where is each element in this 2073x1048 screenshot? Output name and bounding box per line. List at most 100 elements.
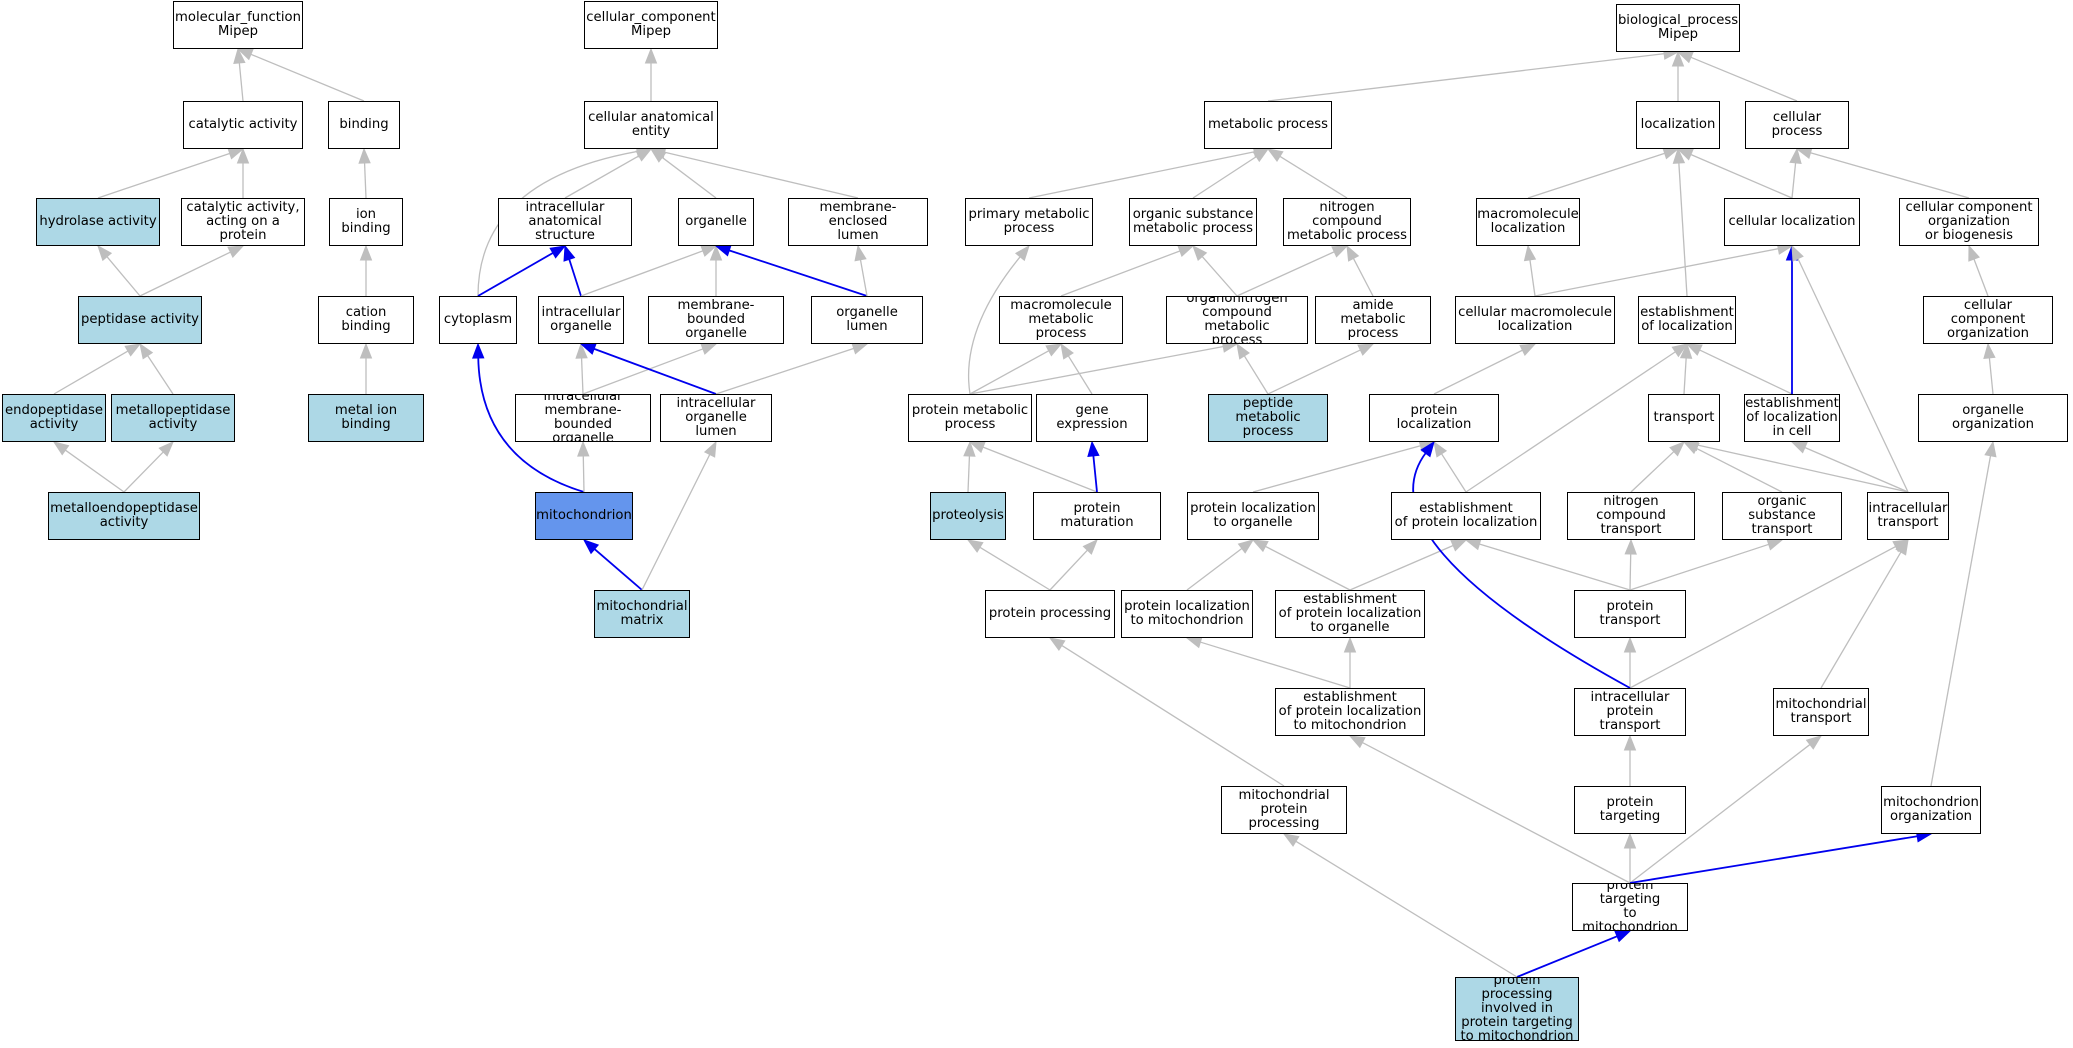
arrowhead-organelle-org-to-cc-org bbox=[1983, 342, 1996, 360]
edge-intra-transport-to-cell-loc bbox=[1796, 257, 1909, 493]
node-protein-loc: protein localization bbox=[1369, 394, 1499, 442]
node-peptidase: peptidase activity bbox=[78, 296, 202, 344]
edge-ias-to-cae bbox=[564, 154, 641, 199]
node-nitrogen-transport: nitrogen compound transport bbox=[1567, 492, 1695, 540]
edge-prot-target-mito-to-mito-transport bbox=[1629, 743, 1812, 884]
arrowhead-org-sub-met-to-metabolic bbox=[1252, 148, 1270, 163]
arrowhead-ion-binding-to-binding bbox=[358, 147, 371, 164]
edge-cell-macromol-loc-to-cell-loc bbox=[1534, 247, 1780, 297]
node-protein-processing: protein processing bbox=[985, 590, 1115, 638]
arrowhead-metalloendo-to-endopeptidase bbox=[52, 441, 70, 456]
node-mito-org: mitochondrion organization bbox=[1881, 786, 1981, 834]
node-estab-prot-loc-mito: establishment of protein localization to… bbox=[1275, 688, 1425, 736]
edge-metalloendo-to-endopeptidase bbox=[64, 449, 125, 493]
arrowhead-prot-target-mito-to-estab-prot-loc-mito bbox=[1348, 735, 1366, 749]
edge-protein-met-to-macromol-met bbox=[969, 349, 1050, 395]
arrowhead-estab-prot-loc-mito-to-estab-prot-loc-org bbox=[1343, 636, 1357, 653]
arrowhead-ppitm-to-mito-prot-proc bbox=[1282, 833, 1300, 847]
edge-transport-to-estab-loc bbox=[1683, 356, 1687, 395]
edge-estab-loc-cell-to-estab-loc bbox=[1698, 349, 1793, 395]
edge-mito-transport-to-intra-transport bbox=[1820, 550, 1902, 689]
arrowhead-gene-expr-to-macromol-met bbox=[1060, 342, 1074, 360]
arrowhead-intra-prot-transport-to-protein-transport bbox=[1623, 636, 1637, 653]
arrowhead-metallopeptidase-to-peptidase bbox=[139, 342, 154, 360]
arrowhead-org-lumen-to-mel bbox=[854, 244, 867, 262]
node-ias: intracellular anatomical structure bbox=[498, 198, 632, 246]
edge-protein-processing-to-proteolysis bbox=[978, 546, 1051, 591]
arrowhead-protein-mat-to-protein-met bbox=[968, 441, 986, 454]
arrowhead-cc-org-to-ccob bbox=[1968, 244, 1980, 262]
node-macromol-loc: macromolecule localization bbox=[1476, 198, 1580, 246]
node-ccob: cellular component organization or bioge… bbox=[1899, 198, 2039, 246]
edge-macromol-met-to-org-sub-met bbox=[1060, 249, 1182, 297]
node-peptide-met: peptide metabolic process bbox=[1208, 394, 1328, 442]
arrowhead-estab-prot-loc-org-to-estab-prot-loc bbox=[1450, 539, 1468, 552]
node-localization: localization bbox=[1636, 101, 1720, 149]
arrowhead-protein-processing-to-proteolysis bbox=[966, 539, 984, 553]
edge-protein-mat-to-protein-met bbox=[981, 446, 1098, 493]
node-iol: intracellular organelle lumen bbox=[660, 394, 772, 442]
arrowhead-estab-loc-cell-to-estab-loc bbox=[1685, 343, 1703, 356]
edge-org-sub-met-to-metabolic bbox=[1192, 155, 1258, 199]
arrowhead-imbo-to-intra-org bbox=[575, 342, 588, 359]
edge-imbo-to-mbo bbox=[582, 347, 705, 395]
edge-intra-transport-to-estab-loc-cell bbox=[1803, 446, 1909, 493]
node-prot-loc-mito: protein localization to mitochondrion bbox=[1121, 590, 1253, 638]
edge-peptidase-to-cat-protein bbox=[139, 251, 232, 297]
edge-mitochondrion-to-cytoplasm bbox=[477, 356, 585, 493]
arrowhead-macromol-met-to-org-sub-met bbox=[1177, 245, 1195, 257]
arrowhead-endopeptidase-to-peptidase bbox=[124, 343, 142, 357]
node-mf-root: molecular_function Mipep bbox=[173, 1, 303, 49]
node-mito-transport: mitochondrial transport bbox=[1773, 688, 1869, 736]
edge-imbo-to-intra-org bbox=[580, 356, 584, 395]
edge-amide-met-to-nitrogen-met bbox=[1352, 257, 1374, 297]
arrowhead-intra-org-to-ias bbox=[563, 244, 576, 262]
node-nitrogen-met: nitrogen compound metabolic process bbox=[1283, 198, 1411, 246]
arrowhead-organonitrogen-to-org-sub-met bbox=[1192, 244, 1208, 262]
node-endopeptidase: endopeptidase activity bbox=[2, 394, 106, 442]
node-primary-met: primary metabolic process bbox=[965, 198, 1093, 246]
arrowhead-amide-met-to-nitrogen-met bbox=[1346, 244, 1360, 262]
edge-intra-transport-to-transport bbox=[1696, 444, 1909, 493]
edge-peptide-met-to-organonitrogen bbox=[1243, 354, 1269, 395]
edge-iol-to-intra-org bbox=[592, 347, 717, 395]
edge-mitochondrion-to-imbo bbox=[582, 454, 585, 493]
node-transport: transport bbox=[1648, 394, 1720, 442]
edge-mito-prot-proc-to-protein-processing bbox=[1060, 644, 1285, 787]
node-cellular-process: cellular process bbox=[1745, 101, 1849, 149]
edge-organelle-org-to-cc-org bbox=[1988, 356, 1994, 395]
arrowhead-estab-prot-loc-to-protein-loc bbox=[1433, 440, 1448, 458]
edge-metallopeptidase-to-peptidase bbox=[146, 354, 174, 395]
node-estab-prot-loc-org: establishment of protein localization to… bbox=[1275, 590, 1425, 638]
arrowhead-peptidase-to-cat-protein bbox=[227, 245, 245, 258]
edge-macromol-loc-to-localization bbox=[1527, 152, 1666, 199]
node-organelle: organelle bbox=[678, 198, 754, 246]
edge-peptide-met-to-amide-met bbox=[1267, 349, 1362, 395]
arrowhead-protein-processing-to-protein-mat bbox=[1082, 539, 1098, 555]
node-mito-matrix: mitochondrial matrix bbox=[594, 590, 690, 638]
edge-prot-loc-mito-to-prot-loc-org bbox=[1186, 547, 1244, 591]
node-cc-root: cellular_component Mipep bbox=[584, 1, 718, 49]
edge-ion-binding-to-binding bbox=[363, 161, 367, 199]
node-protein-mat: protein maturation bbox=[1033, 492, 1161, 540]
arrowhead-prot-loc-mito-to-prot-loc-org bbox=[1237, 539, 1255, 554]
node-bp-root: biological_process Mipep bbox=[1616, 4, 1740, 52]
node-metalloendo: metalloendopeptidase activity bbox=[48, 492, 200, 540]
edge-ppitm-to-mito-prot-proc bbox=[1294, 840, 1518, 978]
arrowhead-mito-prot-proc-to-protein-processing bbox=[1048, 637, 1066, 652]
edge-gene-expr-to-macromol-met bbox=[1067, 354, 1093, 395]
edge-metabolic-to-bp-root bbox=[1267, 52, 1666, 102]
edge-protein-met-to-primary-met bbox=[967, 255, 1022, 395]
arrowhead-iol-to-org-lumen bbox=[851, 342, 869, 355]
edge-intra-org-to-organelle bbox=[580, 249, 705, 297]
arrowhead-transport-to-estab-loc bbox=[1679, 342, 1693, 359]
node-intra-org: intracellular organelle bbox=[538, 296, 624, 344]
node-prot-target-mito: protein targeting to mitochondrion bbox=[1572, 883, 1688, 931]
edge-nitrogen-met-to-metabolic bbox=[1278, 155, 1348, 199]
edge-binding-to-mf-root bbox=[249, 53, 365, 102]
edge-estab-prot-loc-org-to-estab-prot-loc bbox=[1349, 544, 1455, 591]
arrowhead-protein-met-to-macromol-met bbox=[1045, 343, 1063, 357]
node-imbo: intracellular membrane-bounded organelle bbox=[515, 394, 651, 442]
arrowhead-mito-org-to-organelle-org bbox=[1984, 440, 1997, 458]
node-estab-prot-loc: establishment of protein localization bbox=[1391, 492, 1541, 540]
